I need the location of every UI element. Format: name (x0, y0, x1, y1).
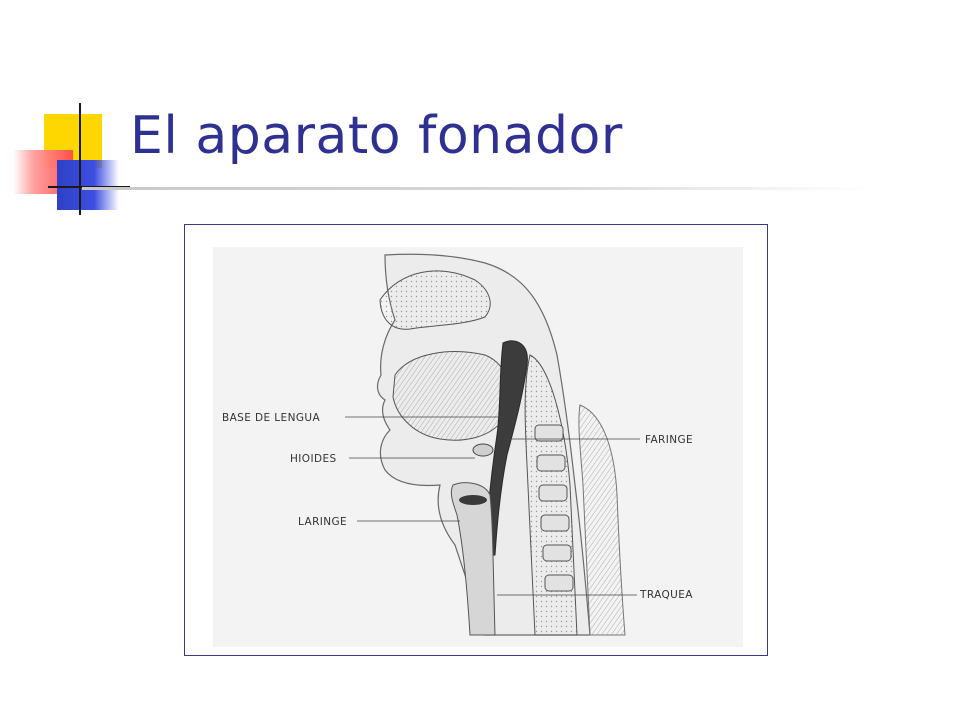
glottis (459, 495, 487, 505)
ornament-blue-square (57, 160, 119, 210)
hyoid-bone (472, 443, 494, 457)
label-traquea: TRAQUEA (639, 589, 693, 601)
anatomy-illustration: BASE DE LENGUA HIOIDES LARINGE FARINGE T… (213, 247, 743, 647)
slide-title: El aparato fonador (130, 106, 623, 166)
label-leader-lines (345, 416, 640, 596)
larynx-trachea (450, 482, 496, 636)
title-ornament (0, 0, 140, 230)
palate-bone (379, 270, 491, 330)
pharynx-cavity (484, 340, 528, 556)
label-hioides: HIOIDES (290, 453, 337, 465)
posterior-neck (578, 404, 626, 636)
label-base-de-lengua: BASE DE LENGUA (222, 412, 320, 424)
vertebral-column (524, 354, 578, 636)
label-laringe: LARINGE (298, 516, 347, 528)
label-faringe: FARINGE (645, 434, 693, 446)
anatomy-figure: BASE DE LENGUA HIOIDES LARINGE FARINGE T… (184, 224, 768, 656)
title-underline (82, 187, 872, 190)
ornament-vertical-line (79, 103, 81, 215)
